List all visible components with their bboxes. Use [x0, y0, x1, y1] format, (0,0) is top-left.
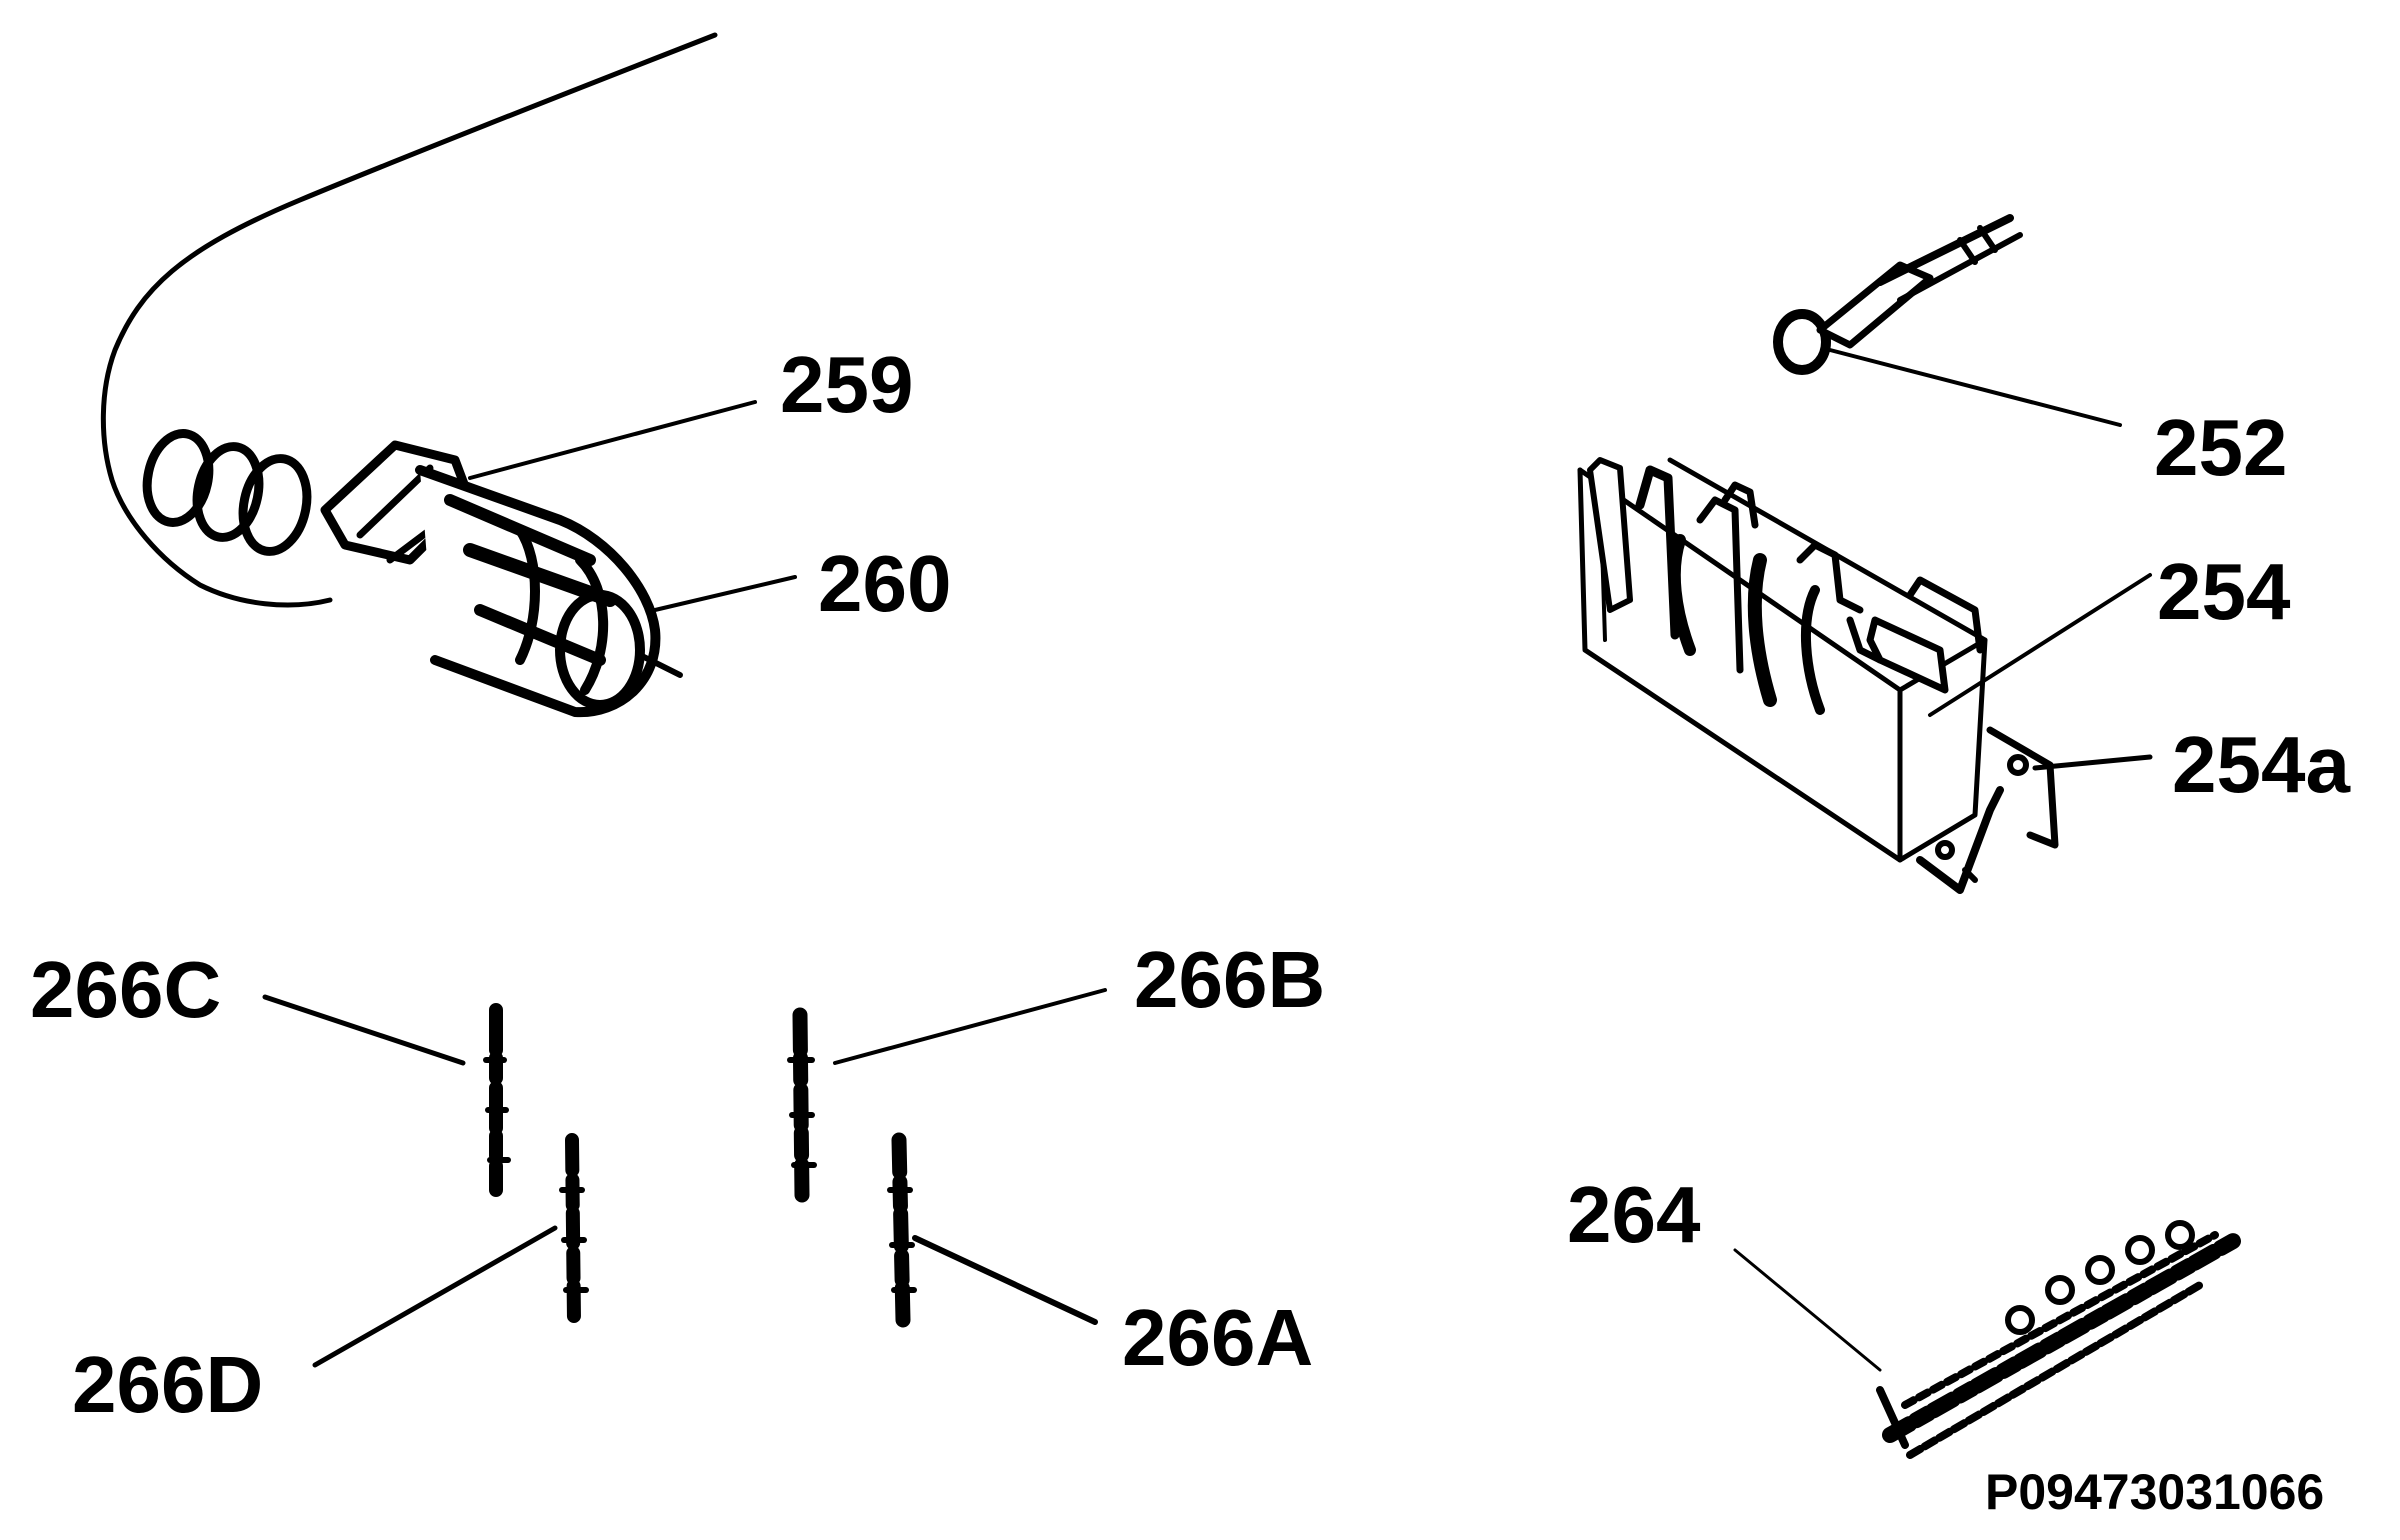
ignition-module: [1577, 457, 2059, 894]
electrodes: [483, 1003, 917, 1328]
leader-lines: [262, 348, 2153, 1372]
callout-266A: 266A: [1122, 1293, 1314, 1382]
plug-part: [1773, 214, 2023, 375]
thermocouple-assembly: [100, 32, 718, 718]
callout-254: 254: [2157, 547, 2291, 636]
callout-259: 259: [780, 340, 914, 429]
callout-264: 264: [1567, 1170, 1701, 1259]
wire-harness: [1876, 1220, 2243, 1459]
callout-266B: 266B: [1134, 935, 1326, 1024]
callout-254a: 254a: [2172, 720, 2350, 809]
document-number: P09473031066: [1985, 1464, 2325, 1520]
callout-266C: 266C: [30, 945, 222, 1034]
callout-260: 260: [818, 539, 952, 628]
callout-252: 252: [2154, 403, 2288, 492]
callout-266D: 266D: [72, 1340, 264, 1429]
